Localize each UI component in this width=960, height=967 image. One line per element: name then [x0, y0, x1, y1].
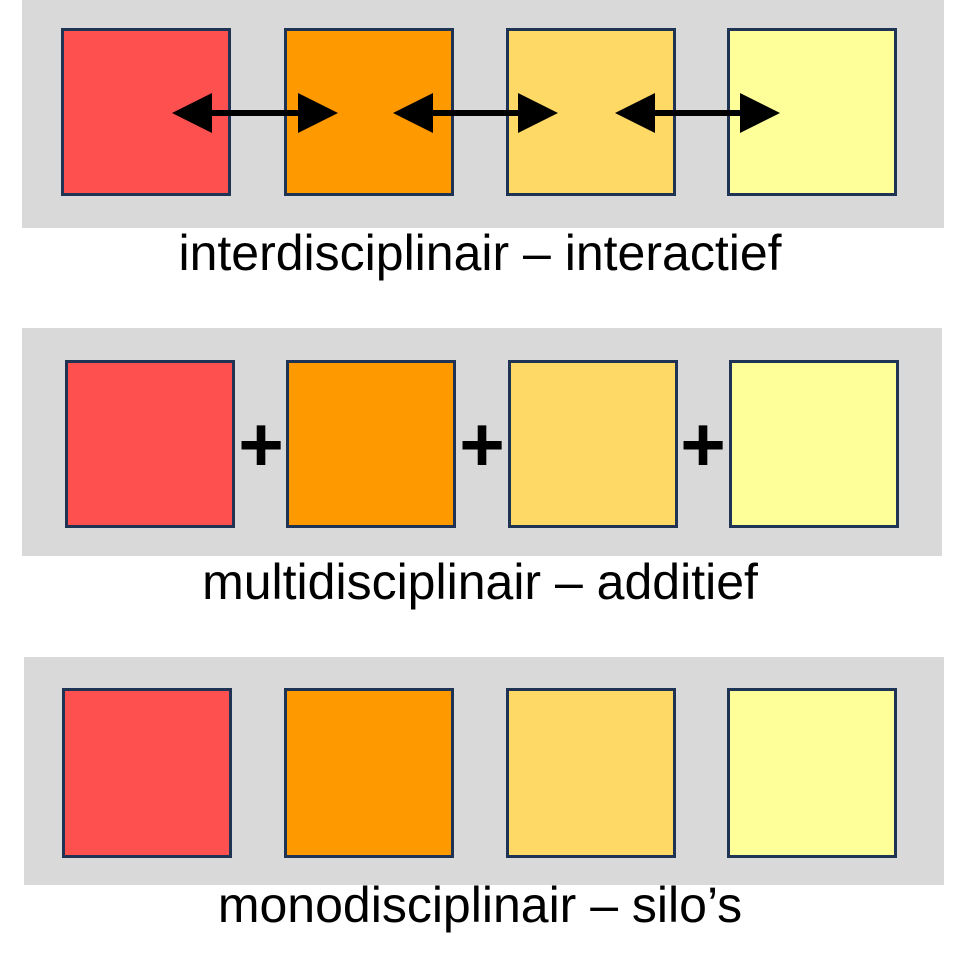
- plus-sign-1: +: [238, 400, 284, 488]
- discipline-box-orange: [286, 360, 456, 528]
- plus-sign-2: +: [459, 400, 505, 488]
- plus-sign-3: +: [680, 400, 726, 488]
- discipline-box-light-orange: [508, 360, 678, 528]
- discipline-box-red: [62, 688, 232, 858]
- interdisciplinary-caption: interdisciplinair – interactief: [178, 225, 782, 281]
- monodisciplinary-caption: monodisciplinair – silo’s: [217, 877, 743, 933]
- discipline-box-yellow: [729, 360, 899, 528]
- multidisciplinary-caption: multidisciplinair – additief: [202, 554, 758, 610]
- double-arrow-2: [393, 93, 558, 133]
- discipline-box-light-orange: [506, 688, 676, 858]
- interaction-arrows: [172, 93, 780, 133]
- double-arrow-1: [172, 93, 338, 133]
- double-arrow-3: [615, 93, 780, 133]
- discipline-box-orange: [284, 688, 454, 858]
- discipline-box-red: [65, 360, 235, 528]
- discipline-box-yellow: [727, 688, 897, 858]
